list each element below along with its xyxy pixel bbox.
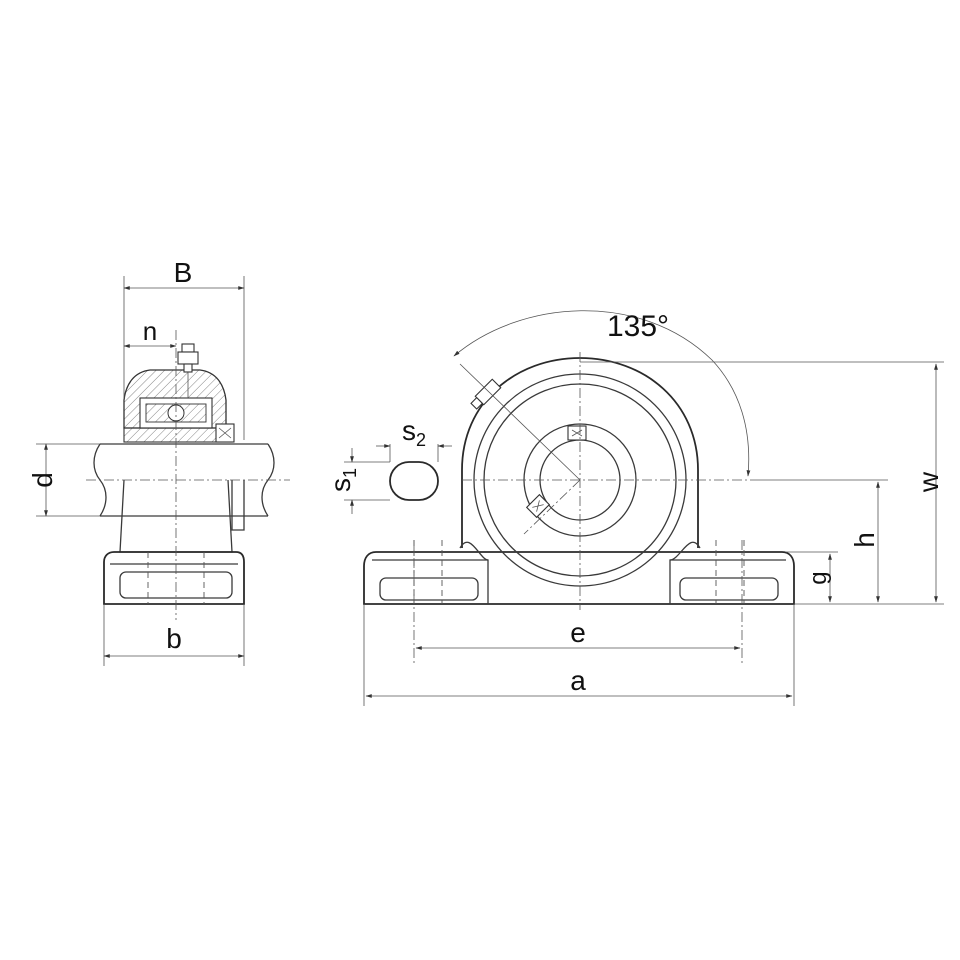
- label-a: a: [570, 665, 586, 696]
- label-s2: s2: [402, 415, 426, 450]
- label-h: h: [849, 532, 880, 548]
- grease-nipple-side: [177, 343, 199, 398]
- label-w: w: [913, 471, 944, 493]
- shaft: [100, 443, 268, 517]
- label-d: d: [27, 472, 58, 488]
- side-base: [103, 551, 245, 605]
- mounting-slot: [389, 461, 439, 501]
- label-b: b: [166, 623, 182, 654]
- label-s1: s1: [325, 468, 360, 492]
- angle-arc: [453, 310, 751, 477]
- grease-nipple-front: [470, 378, 502, 410]
- label-e: e: [570, 617, 586, 648]
- front-view: [344, 310, 944, 706]
- label-g: g: [805, 571, 832, 584]
- svg-text:s1: s1: [325, 468, 360, 492]
- label-n: n: [143, 316, 157, 346]
- front-base: [363, 551, 795, 605]
- label-B: B: [174, 257, 193, 288]
- side-view: [36, 276, 290, 666]
- label-angle: 135°: [607, 310, 669, 343]
